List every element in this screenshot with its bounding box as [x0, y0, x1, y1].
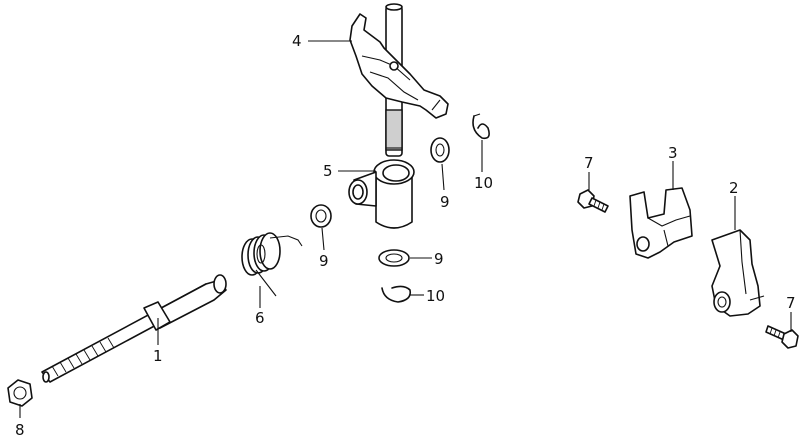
- callout-2: 2: [729, 179, 739, 197]
- shift-arm-boss-part: [348, 159, 415, 229]
- bolt-upper-part: [577, 189, 609, 213]
- torsion-spring-part: [241, 232, 303, 297]
- washer-upper-part: [430, 137, 450, 163]
- callout-10-upper: 10: [474, 174, 493, 192]
- hex-nut-part: [7, 379, 33, 407]
- circlip-upper-part: [472, 113, 490, 140]
- callout-9-left: 9: [319, 252, 329, 270]
- callout-1: 1: [153, 347, 163, 365]
- bracket-part: [629, 187, 693, 259]
- shift-fork-part: [349, 3, 449, 157]
- lever-arm-part: [711, 229, 765, 317]
- callout-7-lower: 7: [786, 294, 796, 312]
- callout-9-upper: 9: [440, 193, 450, 211]
- washer-left-part: [310, 204, 332, 228]
- callout-7-upper: 7: [584, 154, 594, 172]
- washer-lower-part: [378, 249, 410, 267]
- circlip-lower-part: [381, 285, 412, 303]
- callout-9-lower: 9: [434, 250, 444, 268]
- callout-3: 3: [668, 144, 678, 162]
- callout-labels: 1 2 3 4 5 6 7 7 8 9 9 9 10 10: [15, 32, 796, 439]
- leader-lines: [19, 40, 792, 418]
- callout-4: 4: [292, 32, 302, 50]
- shift-shaft-part: [41, 274, 227, 383]
- callout-6: 6: [255, 309, 265, 327]
- callout-10-lower: 10: [426, 287, 445, 305]
- callout-5: 5: [323, 162, 333, 180]
- bolt-lower-part: [765, 325, 799, 349]
- callout-8: 8: [15, 421, 25, 439]
